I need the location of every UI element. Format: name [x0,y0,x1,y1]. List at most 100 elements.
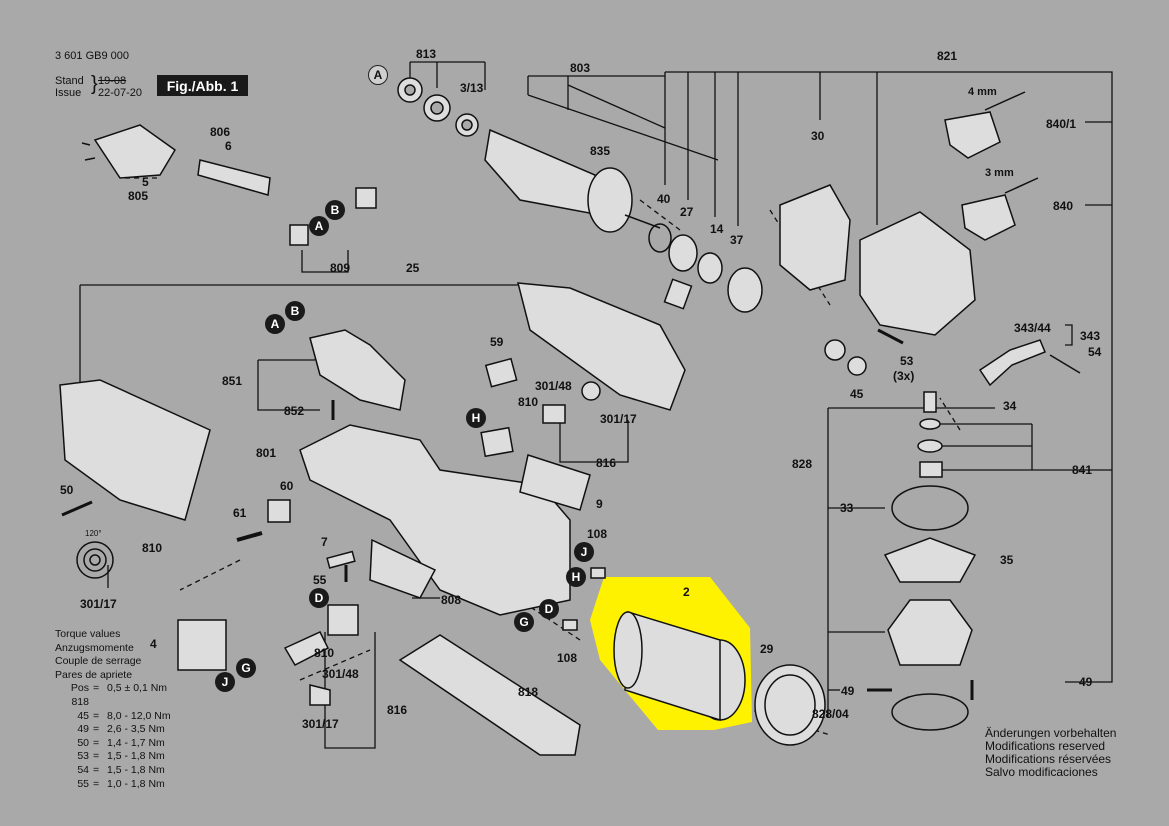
part-label: 806 [210,125,231,139]
part-label: 810 [142,541,163,555]
part-label: 835 [590,144,611,158]
figure-label: Fig./Abb. 1 [157,75,248,96]
callout-d: D [539,599,559,619]
part-label: 7 [321,535,328,549]
part-label: 840/1 [1046,117,1077,131]
part-label: 3/13 [460,81,484,95]
part-label: (3x) [893,369,915,383]
callout-j: J [574,542,594,562]
part-label: 33 [840,501,854,515]
part-label: 108 [557,651,578,665]
callout-d: D [309,588,329,608]
note-line: Salvo modificaciones [985,765,1098,779]
torque-title-line: Anzugsmomente [55,641,134,654]
part-label: 61 [233,506,247,520]
part-label: 301/17 [600,412,637,426]
part-label: 60 [280,479,294,493]
note-line: Änderungen vorbehalten [985,726,1117,740]
part-label: 49 [1079,675,1093,689]
part-label: 840 [1053,199,1074,213]
torque-title-line: Couple de serrage [55,655,142,668]
part-label: 45 [850,387,864,401]
part-label: 27 [680,205,694,219]
part-label: 35 [1000,553,1014,567]
modification-notes: Änderungen vorbehalten Modifications res… [985,727,1116,779]
part-label: 34 [1003,399,1017,413]
callout-h: H [466,408,486,428]
part-label: 2 [683,585,690,599]
torque-values-table: Torque values Anzugsmomente Couple de se… [55,628,171,791]
part-label: 828 [792,457,813,471]
torque-row: 53=1,5 - 1,8 Nm [77,750,165,763]
torque-row: 50=1,4 - 1,7 Nm [77,736,165,749]
torque-row: 49=2,6 - 3,5 Nm [77,723,165,736]
part-label: 828/04 [812,707,849,721]
angle-label: 120° [85,529,102,538]
dimension-label: 3 mm [985,167,1014,179]
part-label: 343/44 [1014,321,1051,335]
torque-row: Pos 818=0,5 ± 0,1 Nm [70,682,168,708]
note-line: Modifications réservées [985,752,1112,766]
part-label: 301/48 [322,667,359,681]
note-line: Modifications reserved [985,739,1106,753]
part-label: 108 [587,527,608,541]
part-label: 37 [730,233,744,247]
callout-g: G [236,658,256,678]
part-label: 30 [811,129,825,143]
torque-row: 55=1,0 - 1,8 Nm [77,777,165,790]
callout-h: H [566,567,586,587]
part-label: 54 [1088,345,1102,359]
part-label: 803 [570,61,591,75]
part-label: 852 [284,404,305,418]
part-label: 5 [142,175,149,189]
part-label: 805 [128,189,149,203]
part-label: 29 [760,642,774,656]
callout-j: J [215,672,235,692]
part-label: 343 [1080,329,1101,343]
part-label: 809 [330,261,351,275]
part-label: 53 [900,354,914,368]
part-label: 813 [416,47,437,61]
part-label: 55 [313,573,327,587]
part-label: 301/17 [302,717,339,731]
part-label: 25 [406,261,420,275]
callout-b: B [325,200,345,220]
part-label: 9 [596,497,603,511]
issue-date: 22-07-20 [98,87,143,99]
part-label: 808 [441,593,462,607]
part-label: 851 [222,374,243,388]
part-label: 49 [841,684,855,698]
part-label: 818 [518,685,539,699]
part-label: 50 [60,483,74,497]
part-label: 810 [314,646,335,660]
torque-title-line: Pares de apriete [55,668,133,681]
part-label: 801 [256,446,277,460]
part-label: 841 [1072,463,1093,477]
stand-date: 19-08 [98,75,127,87]
dimension-label: 4 mm [968,86,997,98]
part-label: 4 [150,637,157,651]
torque-row: 45=8,0 - 12,0 Nm [77,709,171,722]
callout-g: G [514,612,534,632]
callout-a: A [265,314,285,334]
callout-a: A [309,216,329,236]
part-label: 816 [596,456,617,470]
stand-label: Stand [55,75,84,87]
part-label: 40 [657,192,671,206]
issue-label: Issue [55,87,82,99]
part-label: 821 [937,49,958,63]
part-label: 301/17 [80,597,117,611]
torque-row: 54=1,5 - 1,8 Nm [77,763,165,776]
part-label: 59 [490,335,504,349]
callout-a: A [368,65,388,85]
part-label: 301/48 [535,379,572,393]
part-label: 14 [710,222,724,236]
part-label: 810 [518,395,539,409]
torque-title-line: Torque values [55,628,121,640]
callout-b: B [285,301,305,321]
document-number: 3 601 GB9 000 [55,50,130,62]
part-label: 816 [387,703,408,717]
part-label: 6 [225,139,232,153]
